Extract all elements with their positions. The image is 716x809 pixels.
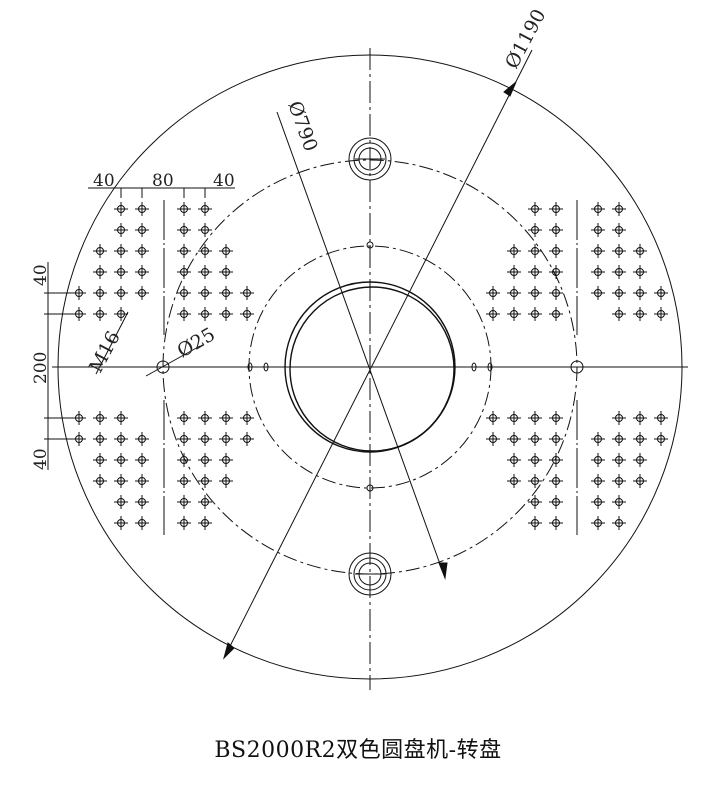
axis-hole-bottom [366, 484, 374, 492]
center-bore-inner [289, 286, 455, 452]
leader-1190-arrow-top [503, 81, 517, 97]
axis-hole-top [366, 241, 374, 249]
small-slots-left [247, 362, 269, 372]
label-outer-diameter: Ø1190 [501, 6, 550, 73]
label-top-spacing-right: 40 [213, 171, 235, 191]
leader-1190 [223, 49, 533, 659]
leader-790-arrow [438, 562, 448, 580]
label-side-spacing-top: 40 [31, 264, 51, 286]
leader-790 [276, 111, 446, 579]
top-boss [348, 137, 392, 181]
leader-m16 [95, 311, 129, 375]
label-side-spacing-middle: 200 [31, 352, 51, 384]
pin-hole-left [156, 360, 170, 374]
label-thread: M16 [85, 327, 125, 376]
label-top-spacing-middle: 80 [152, 171, 174, 191]
pin-hole-right [570, 360, 584, 374]
leader-1190-arrow [223, 642, 235, 660]
dim-chain-top [88, 187, 235, 198]
label-pin-hole: Ø25 [174, 323, 219, 362]
leader-25 [145, 345, 201, 377]
dimension-labels: Ø1190 Ø790 Ø25 M16 40 80 40 40 200 40 [31, 6, 550, 470]
turntable-drawing: Ø1190 Ø790 Ø25 M16 40 80 40 40 200 40 [31, 6, 688, 690]
label-side-spacing-bottom: 40 [31, 448, 51, 470]
drawing-caption: BS2000R2双色圆盘机-转盘 [214, 738, 502, 763]
bottom-boss [348, 552, 392, 596]
group-divider-lines [163, 200, 578, 535]
label-top-spacing-left: 40 [93, 171, 115, 191]
small-slots-right [471, 362, 493, 372]
bolt-hole-pattern [72, 202, 668, 530]
